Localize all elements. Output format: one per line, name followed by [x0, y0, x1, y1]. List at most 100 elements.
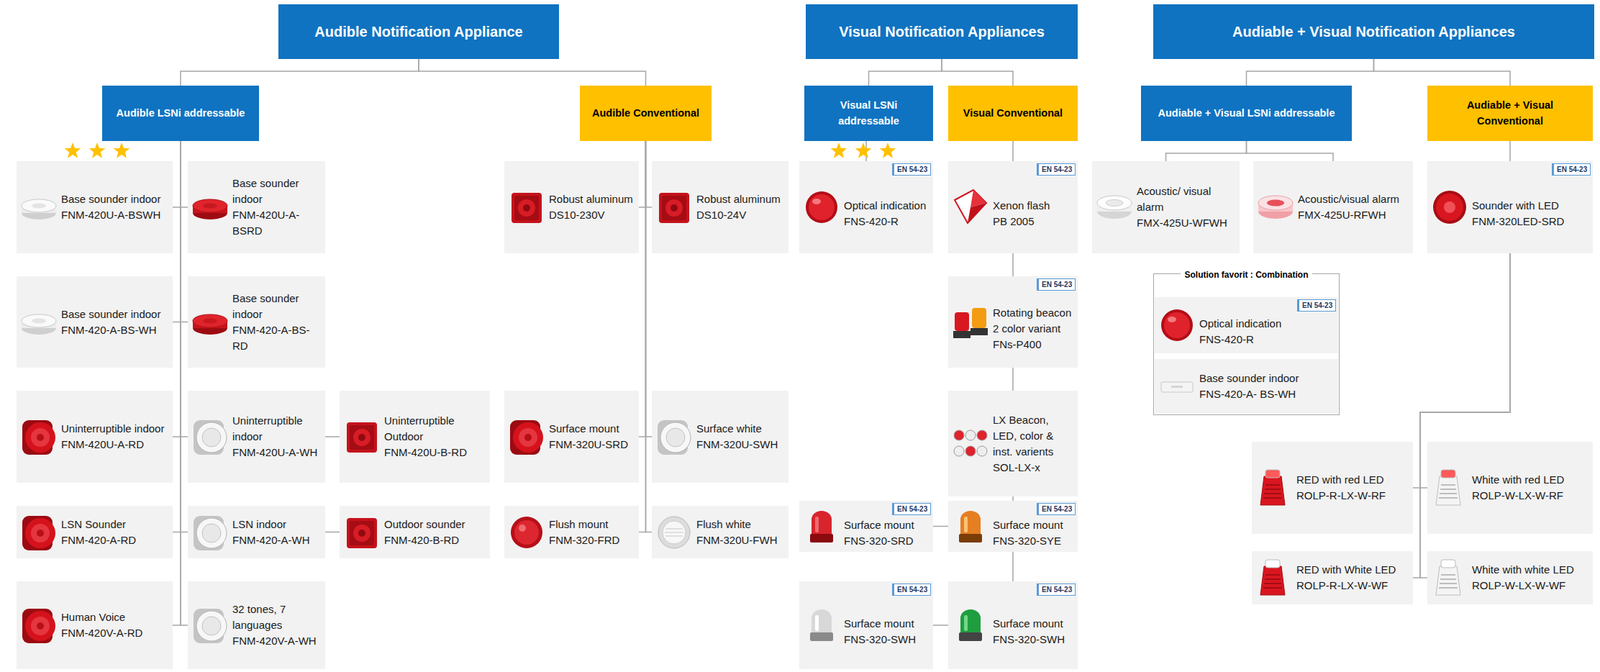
product-name: 32 tones, 7 languages: [232, 601, 321, 634]
connector-line: [638, 141, 647, 533]
product-icon: [20, 416, 58, 457]
product-icon: [1430, 557, 1469, 598]
connector-line: [1166, 141, 1247, 162]
product-name: RED with red LED: [1296, 471, 1409, 488]
product-name: Base sounder indoor: [61, 306, 169, 323]
rating-star: [113, 142, 131, 159]
product-icon: [655, 512, 693, 553]
product-icon: [1430, 467, 1469, 508]
product-name: Base sounder indoor: [232, 290, 321, 323]
product-icon: [1255, 467, 1293, 508]
group-heading-holder: Solution favorit : Combination: [1153, 267, 1339, 281]
standard-badge: EN 54-23: [892, 583, 931, 596]
product-name: Surface mount: [992, 517, 1074, 534]
product-icon: [951, 605, 990, 646]
product-code: FNM-320LED-SRD: [1471, 213, 1589, 230]
connector-line: [1509, 141, 1511, 162]
connector-line: [172, 141, 181, 626]
product-code: FNS-420-R: [843, 213, 929, 230]
product-code: FNS-320-SWH: [992, 631, 1074, 648]
connector-line: [1012, 253, 1014, 277]
product-icon: [507, 187, 546, 228]
product-card: Surface whiteFNM-320U-SWH: [651, 390, 789, 483]
connector-line: [646, 141, 653, 533]
product-card: RED with White LEDROLP-R-LX-W-WF: [1251, 551, 1413, 605]
product-card: Base sounder indoorFNM-420-A-BS-RD: [187, 276, 326, 368]
product-name: LSN Sounder: [61, 516, 169, 533]
standard-badge: EN 54-23: [1036, 163, 1076, 176]
product-code: SOL-LX-x: [992, 459, 1074, 476]
product-name: Surface mount: [548, 420, 635, 437]
standard-badge: EN 54-23: [1036, 502, 1076, 516]
connector-line: [325, 531, 340, 534]
connector-line: [180, 141, 188, 437]
standard-badge: EN 54-23: [1036, 583, 1076, 596]
product-icon: [951, 506, 990, 547]
product-card: Human VoiceFNM-420V-A-RD: [16, 581, 173, 670]
product-icon: [1256, 187, 1295, 228]
product-icon: [343, 416, 381, 457]
product-name: Sounder with LED: [1471, 197, 1589, 214]
product-name: RED with White LED: [1296, 561, 1409, 578]
product-icon: [951, 302, 990, 343]
product-name: Surface mount: [992, 615, 1074, 632]
product-code: FNM-420-A-WH: [232, 532, 321, 549]
product-icon: [507, 416, 546, 457]
product-card: White with red LEDROLP-W-LX-W-RF: [1427, 441, 1593, 534]
connector-line: [933, 624, 949, 626]
connector-line: [646, 141, 653, 208]
connector-line: [1246, 141, 1334, 162]
connector-line: [1012, 367, 1014, 391]
product-code: FNS-320-SRD: [843, 533, 929, 549]
product-card: Surface mountFNM-320U-SRD: [504, 390, 639, 483]
connector-line: [941, 58, 1013, 86]
category-header: Visual Notification Appliances: [805, 4, 1078, 59]
product-code: ROLP-W-LX-W-RF: [1471, 487, 1589, 504]
product-icon: [191, 302, 229, 343]
product-code: FNS-320-SYE: [992, 533, 1074, 549]
product-card: Uninterruptible OutdoorFNM-420U-B-RD: [339, 390, 490, 483]
connector-line: [418, 58, 647, 86]
product-card: Robust aluminumDS10-230V: [504, 161, 639, 254]
subcategory-box: Audiable + Visual LSNi addressable: [1141, 85, 1352, 142]
connector-line: [180, 141, 188, 533]
product-code: FNM-420U-A-BSWH: [61, 207, 169, 224]
product-code: ROLP-W-LX-W-WF: [1471, 577, 1589, 594]
product-card: 32 tones, 7 languagesFNM-420V-A-WH: [187, 581, 326, 670]
product-card: Base sounder indoorFNM-420U-A-BSRD: [187, 161, 326, 254]
connector-line: [172, 141, 181, 323]
connector-line: [180, 58, 419, 86]
subcategory-box: Visual LSNi addressable: [804, 85, 934, 142]
product-name: Acoustic/ visual alarm: [1136, 183, 1236, 216]
product-code: FMX-425U-WFWH: [1136, 215, 1236, 231]
product-code: FNM-420U-A-WH: [232, 444, 321, 461]
connector-line: [172, 141, 181, 437]
product-code: ROLP-R-LX-W-RF: [1296, 487, 1409, 504]
product-code: FNM-320-FRD: [548, 532, 635, 549]
product-name: LX Beacon, LED, color & inst. varients: [992, 412, 1074, 460]
product-code: FNM-320U-FWH: [696, 532, 785, 549]
product-card: LX Beacon, LED, color & inst. varientsSO…: [948, 390, 1078, 497]
product-name: Robust aluminum: [548, 191, 635, 208]
product-card: Base sounder indoorFNM-420U-A-BSWH: [16, 161, 173, 254]
header-text: Audiable + Visual LSNi addressable: [1158, 105, 1336, 121]
rating-star: [830, 142, 848, 159]
product-code: FNS-320-SWH: [843, 631, 929, 648]
product-name: Uninterruptible indoor: [61, 420, 169, 437]
connector-line: [869, 58, 943, 86]
product-code: FNM-320U-SRD: [548, 436, 635, 453]
product-icon: [20, 302, 58, 343]
product-code: FNM-420-B-RD: [384, 532, 486, 549]
connector-line: [1012, 551, 1014, 582]
product-name: Base sounder indoor: [1199, 370, 1334, 387]
product-name: Flush white: [696, 516, 785, 533]
rating-star: [879, 142, 897, 159]
product-name: Rotating beacon 2 color variant: [992, 305, 1074, 337]
header-text: Audible LSNi addressable: [116, 105, 246, 121]
product-name: Base sounder indoor: [61, 191, 169, 208]
product-icon: [343, 512, 381, 553]
combination-group: Solution favorit : CombinationOptical in…: [1153, 273, 1340, 416]
connector-line: [638, 141, 647, 208]
product-name: LSN indoor: [232, 516, 321, 533]
product-name: Surface white: [696, 420, 785, 437]
